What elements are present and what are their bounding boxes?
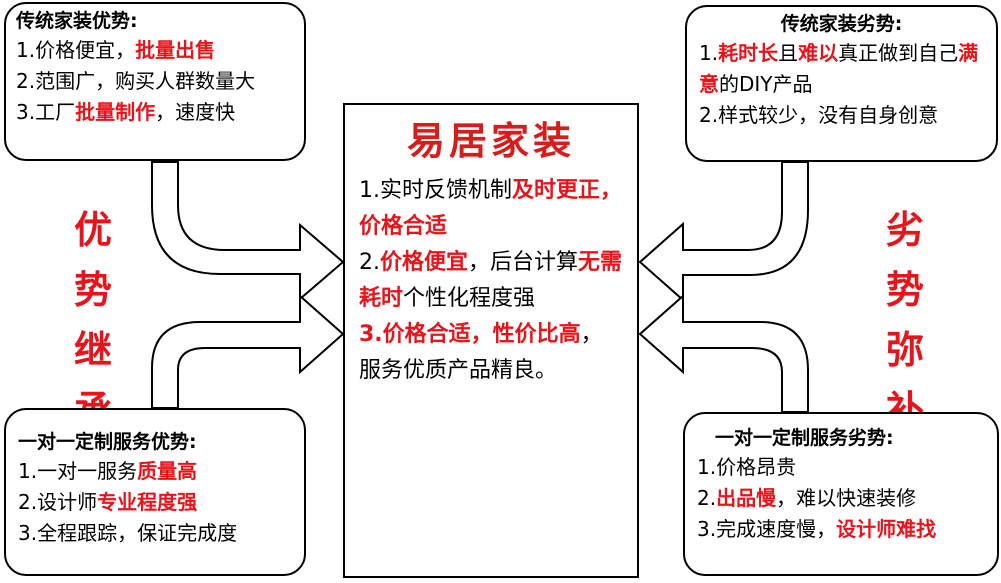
br-l2-b: ，难以快速装修 — [776, 486, 917, 510]
arrow-bottom-left — [151, 293, 345, 409]
traditional-disadvantages-box: 传统家装劣势: 1.耗时长且难以真正做到自己满意的DIY产品 2.样式较少，没有… — [685, 5, 998, 162]
tr-l1-red3: 满意 — [699, 41, 979, 96]
tl-line3-suffix: ，速度快 — [155, 100, 236, 124]
custom-service-disadvantages-box: 一对一定制服务劣势: 1.价格昂贵 2.出品慢，难以快速装修 3.完成速度慢，设… — [683, 412, 999, 576]
c-p2-c: 个性化程度强 — [403, 286, 536, 311]
c-p2-red2: 无需耗时 — [359, 250, 623, 311]
tl-line3-prefix: 3.工厂 — [16, 100, 76, 124]
traditional-disadvantages-title: 传统家装劣势: — [780, 13, 903, 35]
br-l2-red: 出品慢 — [716, 486, 777, 510]
traditional-advantages-box: 传统家装优势: 1.价格便宜，批量出售 2.范围广，购买人群数量大 3.工厂批量… — [4, 2, 306, 161]
custom-service-advantages-box: 一对一定制服务优势: 1.一对一服务质量高 2.设计师专业程度强 3.全程跟踪，… — [4, 408, 306, 576]
tr-line2: 2.样式较少，没有自身创意 — [699, 103, 939, 127]
c-p3-red: 3.价格合适，性价比高 — [359, 322, 581, 347]
arrow-top-right — [638, 161, 809, 303]
bl-l1-red: 质量高 — [137, 459, 198, 483]
c-p1-a: 1.实时反馈机制 — [359, 178, 512, 203]
center-yiju-box: 易居家装 1.实时反馈机制及时更正，价格合适 2.价格便宜，后台计算无需耗时个性… — [343, 103, 639, 578]
br-line1: 1.价格昂贵 — [697, 455, 797, 479]
bl-l1-a: 1.一对一服务 — [18, 459, 138, 483]
br-l3-red: 设计师难找 — [836, 517, 937, 541]
arrow-bottom-right — [638, 293, 809, 413]
advantage-inherit-label: 优势继承 — [73, 207, 112, 432]
tr-l1-c: 真正做到自己 — [838, 41, 959, 65]
c-p2-a: 2. — [359, 250, 380, 275]
bl-line3: 3.全程跟踪，保证完成度 — [18, 521, 238, 545]
tr-l1-a: 1. — [699, 41, 719, 65]
arrow-top-left — [151, 161, 345, 302]
br-l3-a: 3.完成速度慢， — [697, 517, 837, 541]
center-title: 易居家装 — [406, 118, 575, 163]
bl-l2-a: 2.设计师 — [18, 490, 98, 514]
custom-advantages-title: 一对一定制服务优势: — [18, 431, 197, 453]
tl-line1-red: 批量出售 — [135, 38, 216, 62]
tr-l1-red1: 耗时长 — [718, 41, 779, 65]
c-p3-b: ，服务优质产品精良。 — [359, 322, 603, 383]
disadvantage-compensate-label: 劣势弥补 — [885, 207, 924, 432]
tl-line1-prefix: 1.价格便宜， — [16, 38, 136, 62]
tl-line3-red: 批量制作 — [75, 100, 156, 124]
custom-disadvantages-title: 一对一定制服务劣势: — [715, 427, 894, 449]
tr-l1-b: 且 — [778, 41, 799, 65]
tr-l1-d: 的DIY产品 — [719, 72, 813, 96]
c-p1-red: 及时更正，价格合适 — [359, 178, 623, 239]
tl-line2: 2.范围广，购买人群数量大 — [16, 69, 256, 93]
c-p2-b: ，后台计算 — [468, 250, 579, 275]
br-l2-a: 2. — [697, 486, 717, 510]
traditional-advantages-title: 传统家装优势: — [16, 10, 138, 32]
c-p2-red1: 价格便宜 — [380, 250, 469, 275]
bl-l2-red: 专业程度强 — [97, 490, 198, 514]
tr-l1-red2: 难以 — [798, 41, 839, 65]
